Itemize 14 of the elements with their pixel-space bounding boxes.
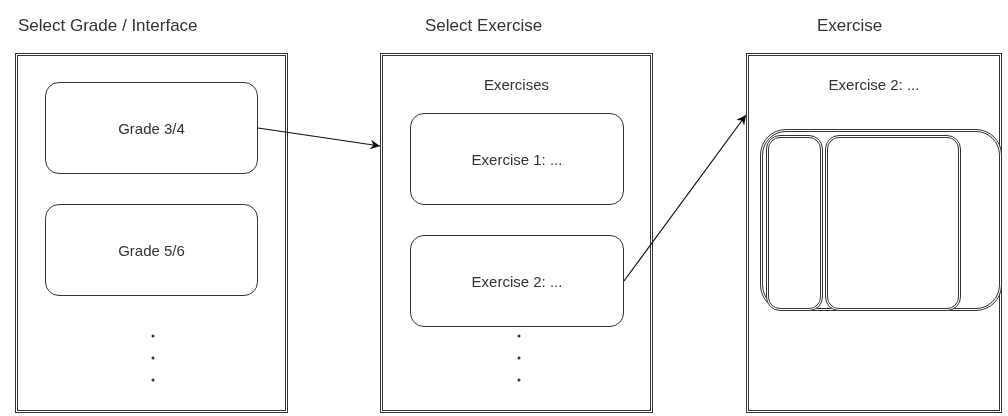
menu-option-box: Exercise 2: ... bbox=[410, 235, 624, 327]
menu-option-box: Grade 5/6 bbox=[45, 204, 258, 296]
rounded-panel-shape bbox=[766, 135, 823, 311]
arrow bbox=[257, 127, 381, 150]
arrow bbox=[623, 114, 747, 282]
screen-subtitle: Exercise 2: ... bbox=[827, 76, 921, 93]
rounded-panel-shape bbox=[825, 135, 961, 311]
rounded-panel-shape bbox=[760, 129, 1002, 311]
screen-subtitle: Exercises bbox=[483, 76, 550, 93]
screen-title: Select Exercise bbox=[425, 16, 543, 36]
screen-title: Exercise bbox=[817, 16, 883, 36]
screen-title: Select Grade / Interface bbox=[18, 16, 198, 36]
menu-option-box: Exercise 1: ... bbox=[410, 113, 624, 205]
menu-option-box: Grade 3/4 bbox=[45, 82, 258, 174]
